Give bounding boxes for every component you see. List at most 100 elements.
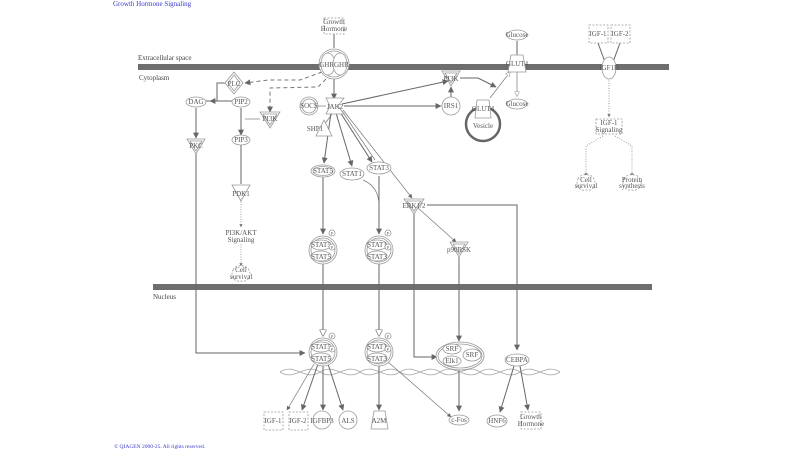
svg-text:synthesis: synthesis bbox=[619, 182, 645, 190]
node-a2m[interactable]: A2M bbox=[370, 410, 389, 430]
svg-text:IGF-2: IGF-2 bbox=[611, 30, 629, 38]
node-cell-survival-right[interactable]: Cell survival bbox=[575, 174, 598, 191]
cytoplasm-label: Cytoplasm bbox=[139, 74, 170, 82]
node-stat1-stat3-dimer-nucleus[interactable]: STAT1 STAT3 P P bbox=[364, 332, 394, 367]
svg-text:Vesicle: Vesicle bbox=[473, 122, 493, 130]
svg-text:P: P bbox=[331, 231, 334, 236]
node-erk12[interactable]: ERK1/2 bbox=[403, 198, 426, 215]
svg-text:P: P bbox=[331, 347, 334, 352]
svg-text:ERK1/2: ERK1/2 bbox=[403, 202, 426, 210]
node-glut4-membrane[interactable]: GLUT4 bbox=[506, 54, 529, 73]
node-glucose-top[interactable]: Glucose bbox=[506, 29, 529, 41]
svg-text:IGF1R: IGF1R bbox=[599, 64, 619, 72]
node-irs1[interactable]: IRS1 bbox=[441, 96, 461, 116]
copyright[interactable]: © QIAGEN 2000-25. All rights reserved. bbox=[114, 443, 206, 450]
svg-text:P: P bbox=[331, 245, 334, 250]
svg-text:PI3K: PI3K bbox=[263, 115, 278, 123]
node-stat1-stat3-dimer[interactable]: STAT1 STAT3 P P bbox=[364, 229, 394, 265]
svg-text:ALS: ALS bbox=[341, 417, 354, 425]
svg-text:Growth: Growth bbox=[323, 18, 345, 26]
node-igf2-bottom[interactable]: IGF-2 bbox=[288, 411, 309, 431]
node-protein-synthesis[interactable]: Protein synthesis bbox=[619, 174, 645, 191]
node-vesicle[interactable]: GLUT4 Vesicle bbox=[464, 99, 502, 143]
dna-helix bbox=[279, 368, 561, 376]
svg-text:STAT3: STAT3 bbox=[367, 355, 387, 363]
node-pi3k-akt-signaling[interactable]: PI3K/AKT Signaling bbox=[225, 229, 257, 244]
node-pkc[interactable]: PKC bbox=[186, 138, 206, 155]
svg-text:Cell: Cell bbox=[580, 176, 592, 184]
node-stat5[interactable]: STAT5 bbox=[310, 164, 336, 178]
node-glucose-bottom[interactable]: Glucose bbox=[506, 98, 529, 110]
node-jak2[interactable]: JAK2 bbox=[325, 97, 345, 115]
svg-text:survival: survival bbox=[575, 182, 598, 190]
svg-text:PKC: PKC bbox=[189, 142, 203, 150]
node-p90rsk[interactable]: p90RSK bbox=[447, 241, 471, 258]
node-growth-hormone-top[interactable]: Growth Hormone bbox=[321, 17, 347, 35]
svg-text:DAG: DAG bbox=[188, 98, 203, 106]
svg-text:IGF-1: IGF-1 bbox=[264, 417, 282, 425]
node-cfos[interactable]: c-Fos bbox=[448, 414, 470, 426]
svg-text:PIP3: PIP3 bbox=[234, 136, 248, 144]
node-plc[interactable]: PLC bbox=[224, 71, 244, 95]
svg-text:PIP2: PIP2 bbox=[234, 98, 248, 106]
svg-text:CEBPA: CEBPA bbox=[506, 356, 528, 364]
svg-text:survival: survival bbox=[230, 273, 253, 281]
node-growth-hormone-bottom[interactable]: Growth Hormone bbox=[518, 411, 544, 430]
node-stat5-dimer[interactable]: STAT5 STAT5 P P bbox=[308, 229, 338, 265]
nuclear-membrane bbox=[153, 284, 652, 290]
node-igf1-top[interactable]: IGF-1 bbox=[588, 24, 609, 44]
svg-text:PDK1: PDK1 bbox=[232, 190, 250, 198]
svg-text:JAK2: JAK2 bbox=[327, 103, 344, 111]
svg-text:Glucose: Glucose bbox=[506, 100, 529, 108]
node-cebpa[interactable]: CEBPA bbox=[504, 353, 530, 367]
svg-text:GLUT4: GLUT4 bbox=[472, 105, 495, 113]
svg-text:P: P bbox=[387, 334, 390, 339]
node-socs[interactable]: SOCS bbox=[299, 96, 319, 116]
node-igf2-top[interactable]: IGF-2 bbox=[610, 24, 631, 44]
node-pdk1[interactable]: PDK1 bbox=[231, 184, 251, 202]
svg-text:P: P bbox=[387, 231, 390, 236]
node-pip2[interactable]: PIP2 bbox=[231, 96, 251, 108]
svg-text:SRF: SRF bbox=[446, 345, 459, 353]
node-als[interactable]: ALS bbox=[338, 410, 358, 430]
svg-text:PI3K/AKT: PI3K/AKT bbox=[225, 229, 257, 237]
svg-text:IGFBP3: IGFBP3 bbox=[310, 417, 334, 425]
svg-text:HNF6: HNF6 bbox=[488, 417, 506, 425]
node-igf1-signaling[interactable]: IGF-1 Signaling bbox=[596, 118, 623, 135]
svg-text:PLC: PLC bbox=[228, 80, 241, 88]
svg-text:SOCS: SOCS bbox=[300, 102, 318, 110]
node-stat5-dimer-nucleus[interactable]: STAT5 STAT5 P P bbox=[308, 332, 338, 367]
node-hnf6[interactable]: HNF6 bbox=[486, 414, 508, 428]
node-ghr[interactable]: GHRGHR bbox=[318, 48, 350, 80]
extracellular-label: Extracellular space bbox=[138, 54, 191, 62]
svg-text:STAT5: STAT5 bbox=[311, 241, 331, 249]
svg-text:Signaling: Signaling bbox=[596, 126, 623, 134]
node-pi3k-left[interactable]: PI3K bbox=[259, 111, 281, 129]
svg-text:STAT5: STAT5 bbox=[311, 355, 331, 363]
node-igfbp3[interactable]: IGFBP3 bbox=[310, 410, 334, 430]
svg-text:A2M: A2M bbox=[372, 417, 388, 425]
node-stat1[interactable]: STAT1 bbox=[339, 167, 365, 181]
plasma-membrane bbox=[138, 64, 669, 70]
page-title[interactable]: Growth Hormone Signaling bbox=[113, 0, 192, 8]
node-cell-survival-left[interactable]: Cell survival bbox=[230, 265, 253, 282]
node-stat3[interactable]: STAT3 bbox=[366, 161, 392, 175]
svg-text:Signaling: Signaling bbox=[228, 236, 255, 244]
svg-text:STAT5: STAT5 bbox=[311, 343, 331, 351]
svg-text:Hormone: Hormone bbox=[518, 420, 544, 428]
node-pip3[interactable]: PIP3 bbox=[231, 134, 251, 146]
node-srf-elk1-complex[interactable]: SRF SRF Elk1 bbox=[435, 341, 485, 371]
svg-text:P: P bbox=[387, 245, 390, 250]
svg-text:PI3K: PI3K bbox=[444, 75, 459, 83]
svg-text:IGF-2: IGF-2 bbox=[289, 417, 307, 425]
node-igf1-bottom[interactable]: IGF-1 bbox=[263, 411, 284, 431]
node-dag[interactable]: DAG bbox=[185, 96, 207, 108]
svg-text:SHP1: SHP1 bbox=[307, 125, 324, 133]
svg-text:Glucose: Glucose bbox=[506, 31, 529, 39]
svg-text:c-Fos: c-Fos bbox=[451, 416, 467, 424]
node-igf1r[interactable]: IGF1R bbox=[599, 56, 619, 80]
svg-text:STAT3: STAT3 bbox=[367, 253, 387, 261]
node-pi3k-right[interactable]: PI3K bbox=[441, 70, 461, 87]
node-shp1[interactable]: SHP1 bbox=[307, 119, 333, 137]
